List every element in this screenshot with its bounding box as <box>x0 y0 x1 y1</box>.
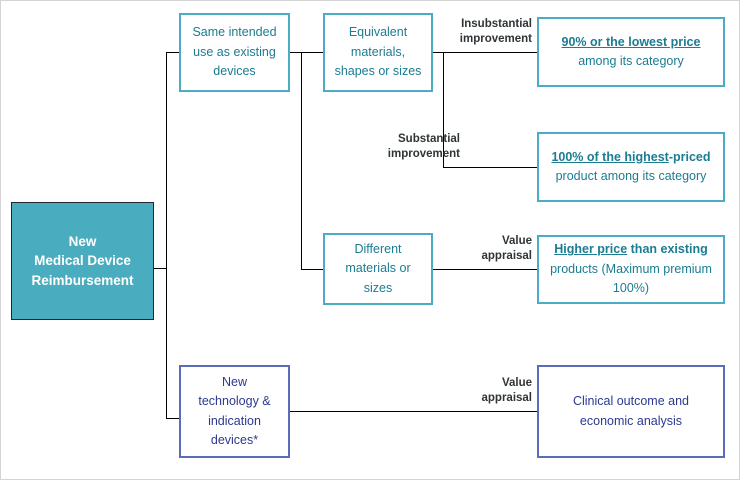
new-technology-line-2: technology & <box>198 394 271 409</box>
connector-to-different-materials <box>301 269 323 270</box>
same-intended-use-line-2: use as existing <box>193 44 276 59</box>
edge-label-insubstantial-improvement: Insubstantial improvement <box>401 17 532 46</box>
edge-label-value-appraisal-2-line-1: Value <box>501 377 532 389</box>
node-outcome-clinical-analysis-text: Clinical outcome and economic analysis <box>539 392 723 431</box>
connector-criteria-trunk <box>301 52 302 270</box>
node-outcome-lowest-price[interactable]: 90% or the lowest price among its catego… <box>537 17 725 87</box>
different-materials-line-1: Different <box>354 241 402 256</box>
outcome-clinical-line-1: Clinical outcome and <box>572 394 690 409</box>
node-root-reimbursement[interactable]: New Medical Device Reimbursement <box>11 202 154 320</box>
edge-label-value-appraisal-technology: Value appraisal <box>431 376 533 405</box>
edge-label-value-appraisal-2-line-2: appraisal <box>481 391 533 404</box>
node-different-materials-text: Different materials or sizes <box>325 240 431 298</box>
node-outcome-lowest-price-text: 90% or the lowest price among its catego… <box>539 33 723 72</box>
root-line-2: Medical Device <box>34 253 131 269</box>
edge-label-insubstantial-line-2: improvement <box>459 32 532 45</box>
edge-label-substantial-line-1: Substantial <box>398 133 460 145</box>
node-outcome-higher-price[interactable]: Higher price than existing products (Max… <box>537 235 725 304</box>
equivalent-materials-line-3: shapes or sizes <box>334 64 422 79</box>
root-line-1: New <box>68 233 97 249</box>
edge-label-value-appraisal-materials: Value appraisal <box>431 234 533 263</box>
node-equivalent-materials-text: Equivalent materials, shapes or sizes <box>325 23 431 81</box>
node-new-technology-text: New technology & indication devices* <box>181 373 288 451</box>
outcome-highest-priced-emphasis-tail: -priced <box>668 149 711 164</box>
node-new-technology[interactable]: New technology & indication devices* <box>179 365 290 458</box>
connector-equivalent-materials-stub <box>432 52 444 53</box>
outcome-higher-price-emphasis: Higher price <box>554 242 628 257</box>
equivalent-materials-line-1: Equivalent <box>348 25 408 40</box>
node-same-intended-use-text: Same intended use as existing devices <box>181 23 288 81</box>
node-outcome-higher-price-text: Higher price than existing products (Max… <box>539 240 723 298</box>
connector-to-same-intended-use <box>166 52 180 53</box>
outcome-lowest-price-rest: among its category <box>578 54 684 68</box>
connector-to-highest-priced <box>443 167 537 168</box>
edge-label-value-appraisal-1-line-2: appraisal <box>481 249 533 262</box>
outcome-higher-price-rest-2: 100%) <box>612 281 650 296</box>
new-technology-line-1: New <box>221 374 247 389</box>
connector-to-new-technology <box>166 418 180 419</box>
new-technology-line-4: devices* <box>210 432 259 447</box>
node-outcome-highest-priced-text: 100% of the highest-priced product among… <box>539 148 723 187</box>
edge-label-substantial-improvement: Substantial improvement <box>341 132 460 161</box>
edge-label-insubstantial-line-1: Insubstantial <box>461 18 532 30</box>
node-same-intended-use[interactable]: Same intended use as existing devices <box>179 13 290 92</box>
edge-label-substantial-line-2: improvement <box>387 147 460 160</box>
node-outcome-clinical-analysis[interactable]: Clinical outcome and economic analysis <box>537 365 725 458</box>
edge-label-value-appraisal-1-line-1: Value <box>501 235 532 247</box>
root-line-3: Reimbursement <box>31 272 134 288</box>
different-materials-line-3: sizes <box>363 280 393 295</box>
same-intended-use-line-3: devices <box>213 64 256 79</box>
connector-to-higher-price <box>432 269 537 270</box>
outcome-higher-price-rest-1: products (Maximum premium <box>550 261 712 276</box>
connector-improvement-trunk <box>443 52 444 167</box>
different-materials-line-2: materials or <box>345 261 411 276</box>
outcome-highest-priced-emphasis: 100% of the highest <box>551 149 669 164</box>
connector-to-clinical-outcome <box>289 411 537 412</box>
outcome-lowest-price-emphasis: 90% or the lowest price <box>561 34 701 49</box>
node-different-materials[interactable]: Different materials or sizes <box>323 233 433 305</box>
node-equivalent-materials[interactable]: Equivalent materials, shapes or sizes <box>323 13 433 92</box>
connector-to-equivalent-materials <box>301 52 323 53</box>
outcome-clinical-line-2: economic analysis <box>579 413 683 428</box>
connector-same-intended-use-stub <box>289 52 302 53</box>
equivalent-materials-line-2: materials, <box>350 44 406 59</box>
outcome-highest-priced-rest: product among its category <box>555 169 707 183</box>
outcome-higher-price-emphasis-tail: than existing <box>627 242 708 257</box>
node-outcome-highest-priced[interactable]: 100% of the highest-priced product among… <box>537 132 725 202</box>
new-technology-line-3: indication <box>208 413 261 428</box>
connector-root-stub <box>153 268 167 269</box>
connector-root-trunk <box>166 52 167 419</box>
node-root-text: New Medical Device Reimbursement <box>12 232 153 291</box>
same-intended-use-line-1: Same intended <box>192 25 277 40</box>
connector-to-lowest-price <box>443 52 537 53</box>
